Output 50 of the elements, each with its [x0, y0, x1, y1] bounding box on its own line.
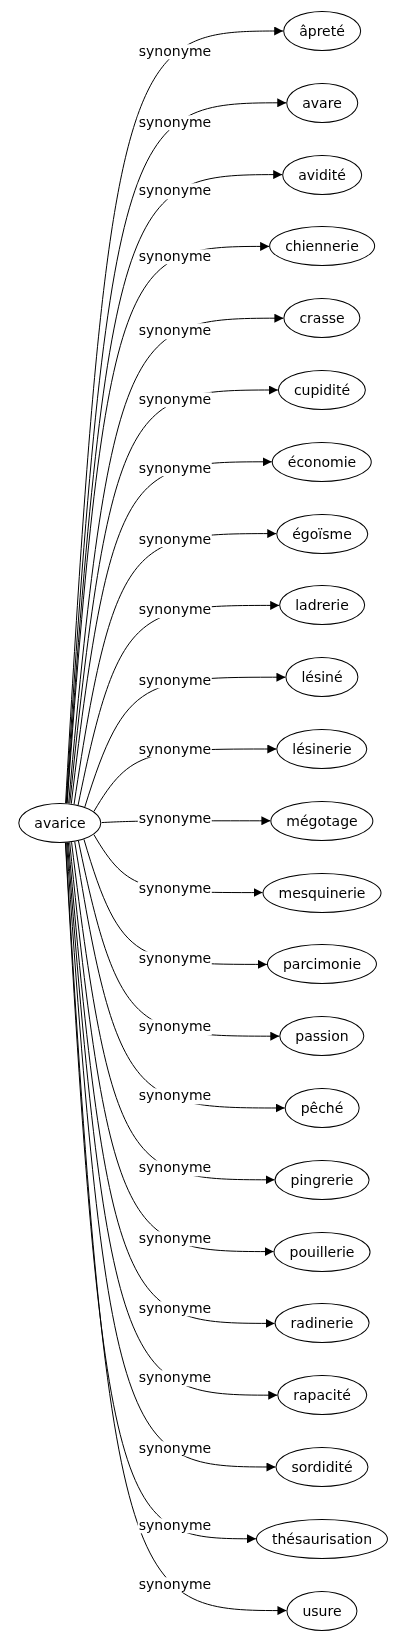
edge-label: synonyme — [137, 461, 213, 477]
arrow — [69, 385, 279, 805]
arrow — [71, 841, 276, 1185]
term-ellipse: parcimonie — [266, 944, 378, 985]
arrow — [68, 313, 284, 804]
edge-label: synonyme — [137, 1441, 213, 1457]
arrow — [66, 242, 270, 804]
arrow — [69, 841, 275, 1257]
term-ellipse: ladrerie — [279, 585, 365, 626]
source-ellipse: avarice — [18, 803, 102, 843]
term-ellipse: pouillerie — [273, 1231, 371, 1272]
edge-label: synonyme — [137, 115, 213, 131]
term-ellipse: avidité — [282, 154, 362, 195]
term-ellipse: cupidité — [277, 370, 367, 410]
edge-label: synonyme — [137, 1518, 213, 1534]
term-ellipse: radinerie — [274, 1303, 370, 1344]
term-ellipse: usure — [286, 1590, 358, 1631]
term-ellipse: mégotage — [270, 800, 374, 841]
term-ellipse: pingrerie — [274, 1159, 370, 1200]
edge-label: synonyme — [137, 1019, 213, 1035]
edge-label: synonyme — [137, 183, 213, 199]
arrow — [70, 457, 273, 805]
edge-label: synonyme — [137, 532, 213, 548]
term-ellipse: chiennerie — [269, 226, 375, 267]
edge-label: synonyme — [137, 1160, 213, 1177]
edge-label: synonyme — [137, 1088, 213, 1105]
term-ellipse: sordidité — [275, 1447, 369, 1487]
edge-label: synonyme — [137, 44, 213, 60]
term-ellipse: lésinerie — [276, 729, 368, 769]
term-ellipse: lésiné — [285, 657, 359, 698]
term-ellipse: mesquinerie — [262, 872, 382, 913]
edge-label: synonyme — [137, 1231, 213, 1247]
term-ellipse: avare — [286, 82, 358, 123]
edge-label: synonyme — [137, 323, 213, 340]
edge-label: synonyme — [137, 950, 213, 967]
edge-label: synonyme — [137, 1301, 213, 1317]
term-ellipse: économie — [271, 441, 373, 482]
edge-label: synonyme — [137, 249, 213, 265]
term-ellipse: pêché — [284, 1088, 360, 1128]
edge-label: synonyme — [137, 392, 213, 408]
term-ellipse: âpreté — [283, 11, 361, 51]
arrow — [65, 842, 287, 1615]
term-ellipse: rapacité — [277, 1375, 367, 1416]
term-ellipse: thésaurisation — [255, 1518, 389, 1559]
edge-label: synonyme — [137, 1370, 213, 1386]
term-ellipse: passion — [279, 1016, 365, 1057]
term-ellipse: crasse — [283, 298, 361, 339]
edge-label: synonyme — [137, 1576, 213, 1593]
edge-label: synonyme — [137, 880, 213, 897]
term-ellipse: égoïsme — [276, 513, 368, 554]
